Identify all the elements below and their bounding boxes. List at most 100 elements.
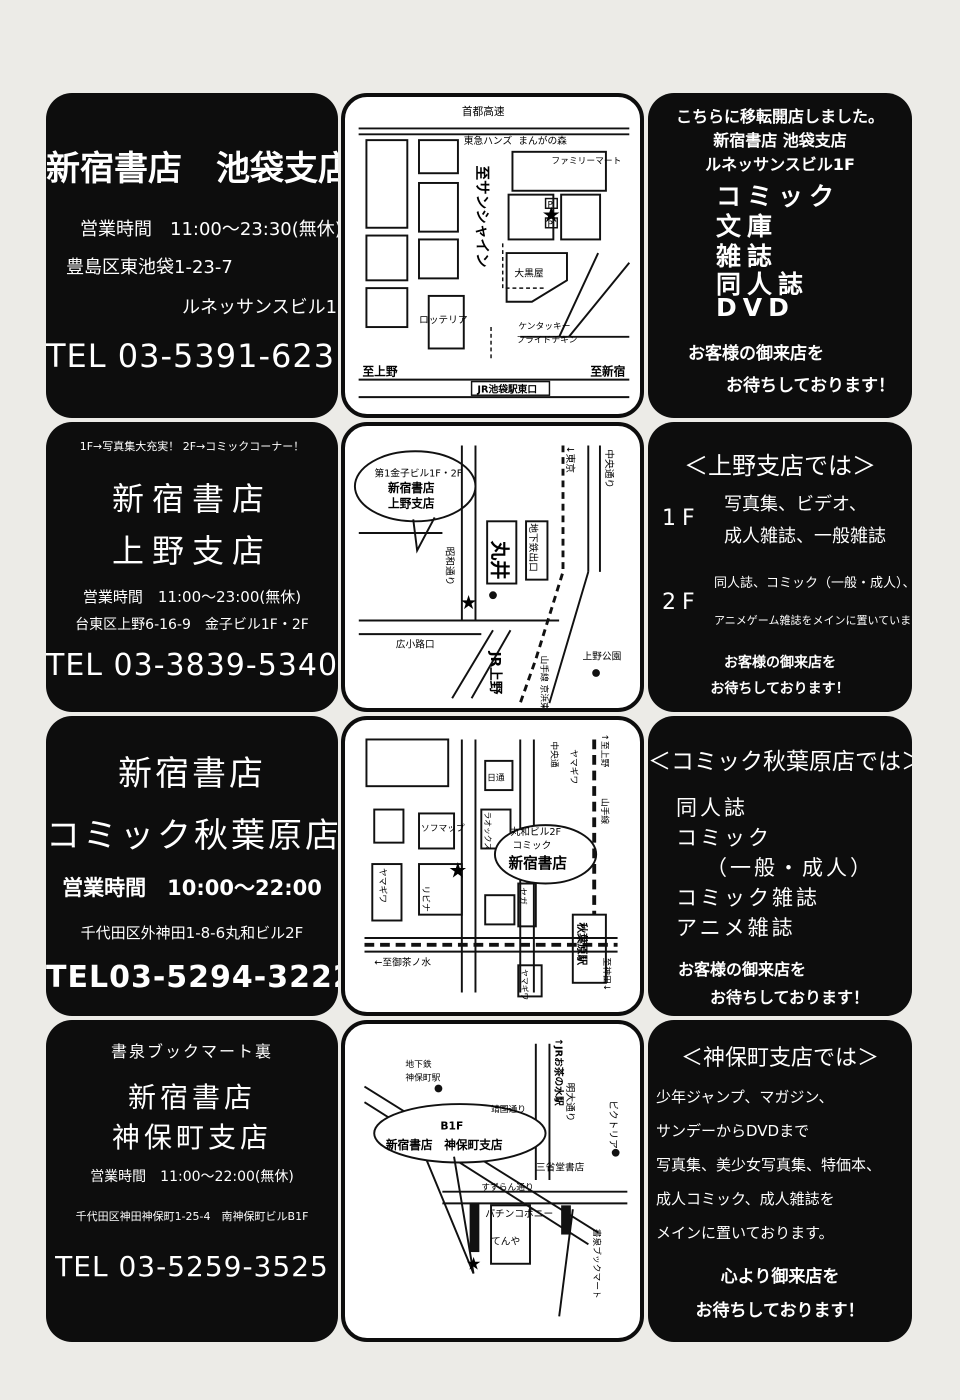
bubble-line-3: 新宿書店 [509, 854, 568, 872]
info-item: 同人誌 [676, 796, 748, 820]
store-phone: TEL 03-3839-5340 [46, 648, 338, 683]
info-closing-1: お客様の御来店を [678, 960, 807, 979]
map-label-to-kanda: 至神田↓ [601, 957, 613, 991]
map-label-jr-ueno: JR上野 [487, 651, 503, 695]
bubble-line-2: コミック [512, 839, 551, 851]
ikebukuro-info-card: こちらに移転開店しました。 新宿書店 池袋支店 ルネッサンスビル1F コミック … [648, 93, 912, 418]
map-label-to-tokyo: ↓東京 [564, 445, 577, 473]
store-name-2: コミック秋葉原店 [46, 816, 338, 856]
map-label-pachinko: パチンコボニー [485, 1208, 553, 1220]
map-label-manga-mori: まんがの森 [518, 134, 567, 147]
info-closing-2: お待ちしております！ [710, 988, 870, 1007]
station-box [470, 380, 551, 396]
subway-dot [489, 591, 497, 600]
subway-dot [434, 1084, 443, 1093]
store-name-1: 新宿書店 [118, 754, 266, 794]
ikebukuro-map: 首都高速 東急ハンズ まんがの森 ファミリーマート P P 至サンシャイン 大黒… [341, 93, 644, 418]
map-label-to-ueno: ↑至上野 [599, 734, 610, 768]
ueno-info-card: ＜上野支店では＞ 1F 写真集、ビデオ、 成人雑誌、一般雑誌 2F 同人誌、コミ… [648, 422, 912, 712]
ikebukuro-map-drawing: 首都高速 東急ハンズ まんがの森 ファミリーマート P P 至サンシャイン 大黒… [358, 105, 631, 399]
bubble-line-1: B1F [440, 1119, 463, 1132]
jimbocho-store-card: 書泉ブックマート裏 新宿書店 神保町支店 営業時間 11:00〜22:00(無休… [46, 1020, 338, 1342]
info-closing-2: お待ちしております！ [710, 681, 850, 697]
floor-2-line-1: 同人誌、コミック（一般・成人）、 [714, 576, 912, 591]
map-label-yamagiwa-1: ヤマギワ [568, 749, 579, 784]
map-label-victoria: ビクトリア [607, 1100, 619, 1149]
info-heading-1: こちらに移転開店しました。 [675, 107, 884, 126]
store-name-1: 新宿書店 [127, 1081, 256, 1114]
store-address: 千代田区神田神保町1-25-4 南神保町ビルB1F [75, 1210, 309, 1223]
jimbocho-info-card: ＜神保町支店では＞ 少年ジャンプ、マガジン、 サンデーからDVDまで 写真集、美… [648, 1020, 912, 1342]
store-name-2: 神保町支店 [111, 1121, 272, 1154]
jimbocho-map-drawing: 地下鉄 神保町駅 ↑JRお茶の水駅 明大通り 靖国通り ビクトリア B1F 新宿… [363, 1038, 628, 1317]
bubble-line-2: 新宿書店 [388, 481, 435, 495]
map-label-station: 秋葉原駅 [576, 922, 589, 965]
bubble-line-2: 新宿書店 神保町支店 [386, 1138, 503, 1152]
info-closing-2: お待ちしております！ [726, 376, 895, 396]
ueno-map: 第1金子ビル1F・2F 新宿書店 上野支店 ↓東京 中央通り 昭和通り 丸井 地… [341, 422, 644, 712]
map-label-ueno-park: 上野公園 [582, 650, 621, 662]
map-label-to-ueno: 至上野 [363, 365, 398, 379]
floor-1-line-2: 成人雑誌、一般雑誌 [724, 526, 886, 547]
map-label-showa: 昭和通り [443, 547, 455, 586]
info-closing-1: お客様の御来店を [688, 344, 824, 364]
black-building-1 [469, 1203, 480, 1253]
floor-2-line-2: アニメゲーム雑誌をメインに置いています。 [714, 614, 912, 627]
ueno-store-card: 1F→写真集大充実！ 2F→コミックコーナー！ 新宿書店 上野支店 営業時間 1… [46, 422, 338, 712]
black-building-2 [561, 1205, 571, 1235]
map-label-sunshine: 至サンシャイン [473, 165, 490, 267]
map-label-parking-2: P [548, 220, 553, 230]
akiba-info-card: ＜コミック秋葉原店では＞ 同人誌 コミック （一般・成人） コミック雑誌 アニメ… [648, 716, 912, 1016]
floor-1-line-1: 写真集、ビデオ、 [724, 494, 867, 515]
map-label-yamagiwa-2: ヤマギワ [377, 868, 388, 903]
victoria-dot [611, 1148, 620, 1157]
bubble-line-1: 丸和ビル2F [511, 825, 562, 838]
map-label-subway-exit: 地下鉄出口 [527, 523, 540, 572]
info-item: コミック [716, 182, 841, 211]
store-address: 豊島区東池袋1-23-7 [66, 257, 233, 278]
map-label-yasukuni: 靖国通り [491, 1103, 526, 1115]
store-hours: 営業時間 11:00〜23:30(無休) [80, 219, 338, 240]
info-item: DVD [716, 293, 795, 322]
map-label-meidai: 明大通り [564, 1083, 577, 1122]
info-line: 少年ジャンプ、マガジン、 [656, 1088, 834, 1106]
store-phone: TEL 03-5391-6231 [46, 337, 338, 375]
info-item: アニメ雑誌 [676, 916, 796, 940]
map-label-jr: ↑JRお茶の水駅 [552, 1038, 565, 1106]
map-label-parking-1: P [548, 200, 553, 210]
store-phone: TEL 03-5259-3525 [55, 1250, 329, 1283]
map-label-tokyu-hands: 東急ハンズ [464, 134, 513, 147]
info-item: （一般・成人） [706, 856, 874, 880]
map-label-shosen: 書泉ブックマート [591, 1229, 603, 1299]
info-item: 文庫 [716, 212, 779, 241]
jimbocho-map: 地下鉄 神保町駅 ↑JRお茶の水駅 明大通り 靖国通り ビクトリア B1F 新宿… [341, 1020, 644, 1342]
map-label-subway-1: 地下鉄 [405, 1058, 431, 1070]
map-label-kfc-2: フライドチキン [516, 335, 577, 346]
info-line: メインに置いております。 [656, 1224, 834, 1242]
map-label-to-ochanomizu: ←至御茶ノ水 [374, 955, 431, 968]
info-heading-3: ルネッサンスビル1F [705, 155, 855, 174]
info-heading-2: 新宿書店 池袋支店 [713, 131, 847, 150]
parking-box-2 [544, 217, 558, 229]
store-star-icon: ★ [542, 203, 561, 228]
info-item: コミック雑誌 [676, 886, 820, 910]
map-label-daiei: 大黒屋 [514, 266, 543, 279]
info-closing-1: お客様の御来店を [724, 655, 836, 671]
map-label-libina: リビナ [420, 885, 431, 911]
floor-1-label: 1F [662, 506, 701, 531]
info-heading: ＜神保町支店では＞ [680, 1046, 879, 1071]
store-address: 千代田区外神田1-8-6丸和ビル2F [80, 924, 304, 942]
map-label-sanseido: 三省堂書店 [536, 1160, 585, 1173]
map-label-jr-line: 山手線 京浜東北 [539, 655, 551, 708]
info-item: 同人誌 [716, 270, 810, 299]
info-heading: ＜上野支店では＞ [684, 452, 876, 480]
map-label-station: JR池袋駅東口 [476, 382, 537, 395]
map-label-tenya: てんや [491, 1235, 520, 1247]
map-label-highway: 首都高速 [462, 105, 505, 118]
map-label-laox: ラオックス [483, 811, 492, 850]
akiba-map-drawing: 中央通 ヤマギワ ↑至上野 日通 山手線 ソフマップ ラオックス 丸和ビル2F … [364, 734, 618, 1000]
bubble-line-1: 第1金子ビル1F・2F [374, 467, 462, 480]
map-label-yamagiwa-3: ヤマギワ [520, 969, 529, 1000]
map-label-nittsu: 日通 [487, 772, 505, 783]
info-closing-2: お待ちしております！ [695, 1301, 865, 1321]
